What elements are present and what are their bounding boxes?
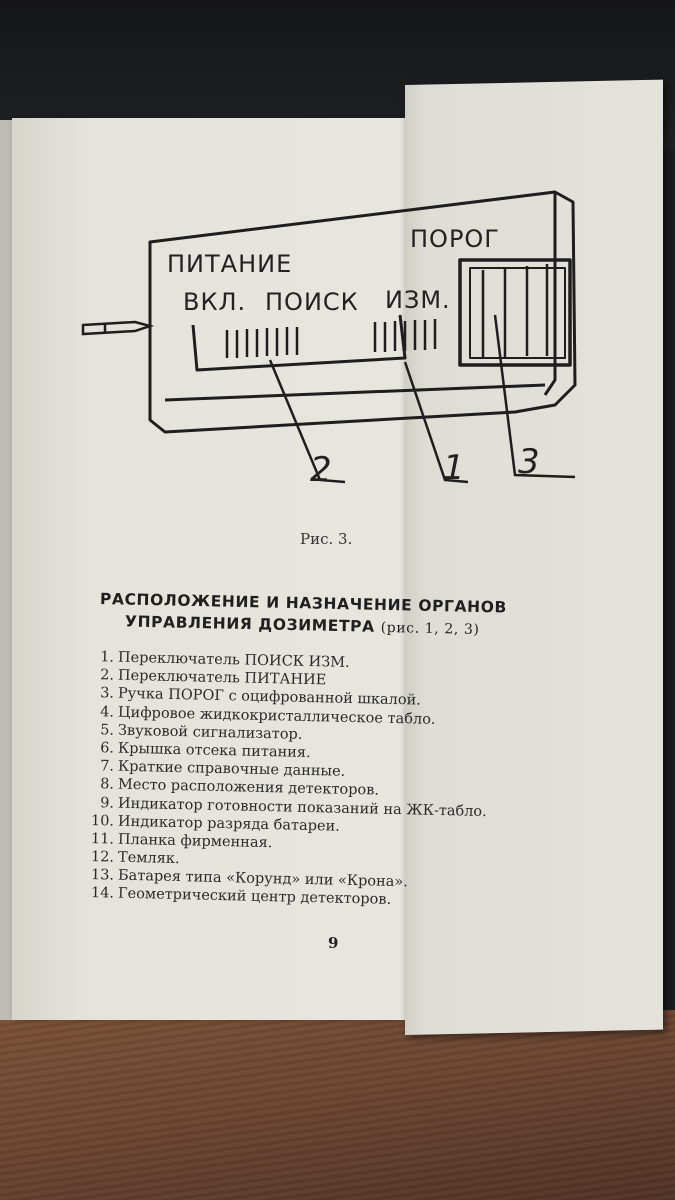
item-number: 7. [99,758,115,775]
cover-edge [0,120,14,1020]
label-mode-search: ПОИСК [265,288,359,316]
item-number: 9. [99,794,115,812]
item-number: 5. [99,722,115,739]
section-heading: РАСПОЛОЖЕНИЕ И НАЗНАЧЕНИЕ ОРГАНОВ УПРАВЛ… [100,588,570,638]
item-number: 11. [90,830,115,848]
heading-reference: (рис. 1, 2, 3) [380,619,480,638]
callout-1: 1 [443,448,466,488]
callout-3: 3 [518,442,541,482]
item-number: 4. [99,703,115,721]
label-mode-measure: ИЗМ. [385,286,451,314]
page-left [12,118,412,1020]
heading-line-2: УПРАВЛЕНИЯ ДОЗИМЕТРА [124,612,375,636]
item-number: 3. [99,685,115,702]
label-threshold: ПОРОГ [410,225,500,253]
label-mode-on: ВКЛ. [183,288,247,316]
wooden-table [0,1010,675,1200]
item-number: 12. [90,849,115,866]
item-number: 10. [90,812,115,830]
figure-caption: Рис. 3. [300,530,353,548]
controls-list: 1.Переключатель ПОИСК ИЗМ. 2.Переключате… [88,648,558,908]
item-number: 14. [90,885,115,903]
item-number: 6. [99,740,115,757]
page-number: 9 [328,934,339,952]
item-number: 8. [99,776,115,793]
callout-2: 2 [310,450,333,490]
figure-3-diagram: ПИТАНИЕ ВКЛ. ПОИСК ИЗМ. ПОРОГ 2 1 3 [75,180,595,510]
item-number: 2. [99,667,115,684]
wood-grain [0,1010,675,1200]
item-number: 13. [90,867,115,884]
label-power: ПИТАНИЕ [167,250,293,278]
item-number: 1. [99,649,115,666]
device-drawing [81,190,577,484]
item-text: Темляк. [117,849,180,868]
